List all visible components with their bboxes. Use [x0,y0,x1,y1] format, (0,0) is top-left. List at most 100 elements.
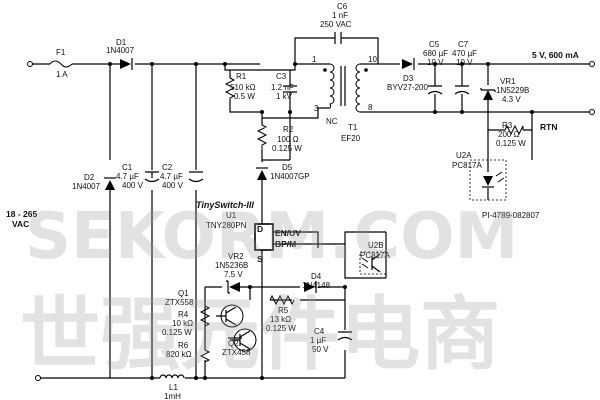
r2-ref: R2 [283,125,294,134]
terminals [27,61,595,381]
c4-ref: C4 [314,327,325,336]
capacitor-c4-symbol [337,331,353,341]
r3-value: 200 Ω [498,130,520,139]
inductor-l1-symbol [159,374,185,379]
output-return-label: RTN [540,122,557,132]
c1-ref: C1 [122,163,133,172]
optocoupler-u2a-symbol [469,159,507,201]
d2-ref: D2 [84,173,95,182]
c3-ref: C3 [276,72,287,81]
d1-ref: D1 [116,38,127,47]
t1-part: EF20 [341,134,361,143]
wire-clamp-return [262,112,291,161]
junction-dot [194,62,198,66]
fuse-f1-symbol [49,60,73,68]
vr1-part: 1N5229B [496,86,529,95]
capacitor-c5-symbol [427,85,443,95]
diode-d4-symbol [304,281,317,293]
junction-dot [433,110,437,114]
r5-value: 13 kΩ [270,315,291,324]
optocoupler-u2b-symbol [359,251,387,275]
input-voltage-label-line2: VAC [12,219,29,229]
diode-d5-symbol [256,167,268,180]
t1-pin10: 10 [368,55,377,64]
capacitor-c2-symbol [188,171,204,183]
c7-value: 470 µF [452,49,477,58]
wire-clamp-network [224,64,296,113]
u1-part: TNY280PN [206,221,247,230]
resistor-r1-symbol [224,77,236,100]
junction-dot [108,62,112,66]
junction-dot [433,62,437,66]
diode-d1-symbol [120,58,133,70]
u1-ref: U1 [226,211,237,220]
r4-ref: R4 [178,310,189,319]
vr1-ref: VR1 [500,77,516,86]
c7-rating: 10 V [456,58,473,67]
c5-rating: 10 V [427,58,444,67]
junction-dot [530,110,534,114]
input-voltage-label-line1: 18 - 265 [6,209,37,219]
u1-pin-s: S [257,254,263,264]
figure-id: PI-4789-082807 [482,211,540,220]
r2-rating: 0.125 W [272,144,302,153]
d2-part: 1N4007 [72,182,101,191]
junction-dot [150,376,154,380]
f1-ref: F1 [56,48,66,57]
r6-value: 820 kΩ [166,350,192,359]
d4-part: 1N4148 [302,281,331,290]
c3-value: 1.2 nF [271,83,294,92]
c6-ref: C6 [337,2,348,11]
transistor-q2-symbol [230,328,257,352]
c6-rating: 250 VAC [320,20,352,29]
resistor-r4-symbol [199,305,211,327]
t1-pin3: 3 [314,104,319,113]
wire-q-network [204,287,251,330]
junction-dot [260,376,264,380]
input-terminal-top [27,61,33,67]
d1-part: 1N4007 [106,46,135,55]
c2-ref: C2 [162,163,173,172]
r1-rating: 0.5 W [234,92,255,101]
t1-pin8: 8 [368,103,373,112]
junction-dot [223,62,227,66]
u1-pin-d: D [257,224,263,234]
c2-value: 4.7 µF [160,172,183,181]
u2b-ref: U2B [368,241,384,250]
c1-value: 4.7 µF [116,172,139,181]
output-positive-label: 5 V, 600 mA [532,50,579,60]
resistor-r2-symbol [256,124,268,150]
d5-ref: D5 [282,163,293,172]
c4-rating: 50 V [312,345,329,354]
resistor-r5-symbol [269,294,295,306]
d3-ref: D3 [403,74,414,83]
d4-ref: D4 [311,272,322,281]
f1-value: 1 A [56,70,68,79]
wire-c6-bridge [294,37,379,64]
zener-vr1-symbol [480,88,496,100]
resistor-r6-symbol [199,349,211,363]
r1-value: 510 kΩ [230,83,256,92]
wire-u1-en-bp [273,231,360,248]
t1-pin1: 1 [312,55,317,64]
r3-rating: 0.125 W [496,139,526,148]
junction-dot [343,285,347,289]
u2a-ref: U2A [456,151,472,160]
junction-dot [203,376,207,380]
vr2-part: 1N5236B [215,261,248,270]
d3-part: BYV27-200 [387,83,428,92]
vr2-ref: VR2 [228,252,244,261]
r1-ref: R1 [236,72,247,81]
transformer-t1-symbol [323,63,368,113]
l1-ref: L1 [169,383,178,392]
u1-pin-en: EN/UV [275,228,301,238]
junction-dot [486,62,490,66]
capacitor-c7-symbol [454,85,470,95]
diode-d3-symbol [402,58,415,70]
c7-ref: C7 [458,40,469,49]
wire-optocoupler-leads [487,130,533,160]
wire-output-caps [434,64,463,112]
junction-dot [460,62,464,66]
